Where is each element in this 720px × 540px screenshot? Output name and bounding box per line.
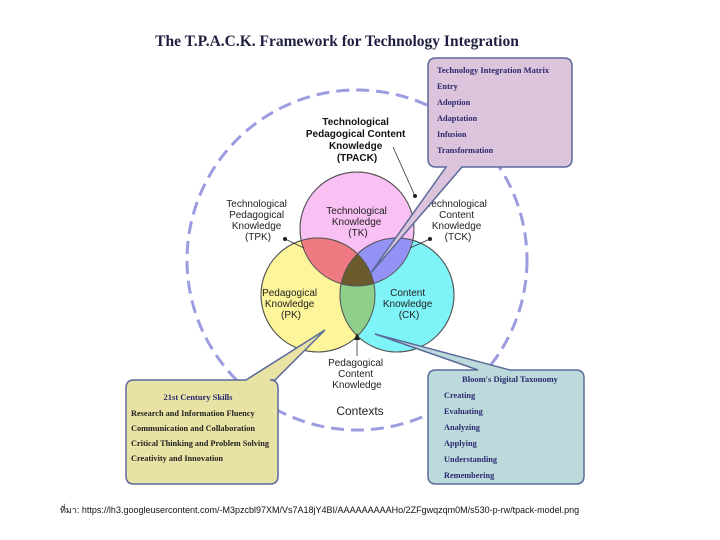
tpack-pointer: [392, 146, 416, 197]
tck-pointer-dot: [428, 237, 432, 241]
tk-label: Technological Knowledge (TK): [326, 206, 389, 239]
diagram-title: The T.P.A.C.K. Framework for Technology …: [155, 33, 519, 50]
tim-heading: Technology Integration Matrix: [437, 65, 550, 75]
pck-label: Pedagogical Content Knowledge: [328, 358, 386, 391]
tck-pointer: [409, 238, 431, 249]
pk-outline: [260, 237, 376, 353]
tpack-pointer-dot: [413, 194, 417, 198]
source-caption: ที่มา: https://lh3.googleusercontent.com…: [60, 505, 580, 515]
tpk-pointer-dot: [283, 237, 287, 241]
tck-region: [340, 238, 414, 286]
contexts-label: Contexts: [336, 404, 383, 418]
tpk-label: Technological Pedagogical Knowledge (TPK…: [226, 199, 289, 243]
skills-heading: 21st Century Skills: [164, 392, 234, 402]
tim-callout: [369, 57, 573, 275]
pk-label: Pedagogical Knowledge (PK): [262, 288, 320, 321]
bloom-heading: Bloom's Digital Taxonomy: [462, 374, 559, 384]
tk-outline: [299, 171, 415, 287]
pck-pointer-arrow: [354, 333, 360, 340]
skills-callout: [125, 329, 326, 485]
ck-label: Content Knowledge (CK): [383, 288, 435, 321]
tck-label: Technological Content Knowledge (TCK): [426, 199, 489, 243]
tpk-region: [300, 238, 375, 286]
skills-items: Research and Information Fluency Communi…: [131, 409, 271, 463]
bloom-callout: [374, 333, 585, 485]
tpack-label: Technological Pedagogical Content Knowle…: [306, 117, 408, 164]
tim-items: Entry Adoption Adaptation Infusion Trans…: [437, 82, 493, 155]
contexts-ring: [185, 88, 529, 432]
bloom-items: Creating Evaluating Analyzing Applying U…: [444, 391, 499, 480]
tpk-pointer: [284, 238, 305, 249]
